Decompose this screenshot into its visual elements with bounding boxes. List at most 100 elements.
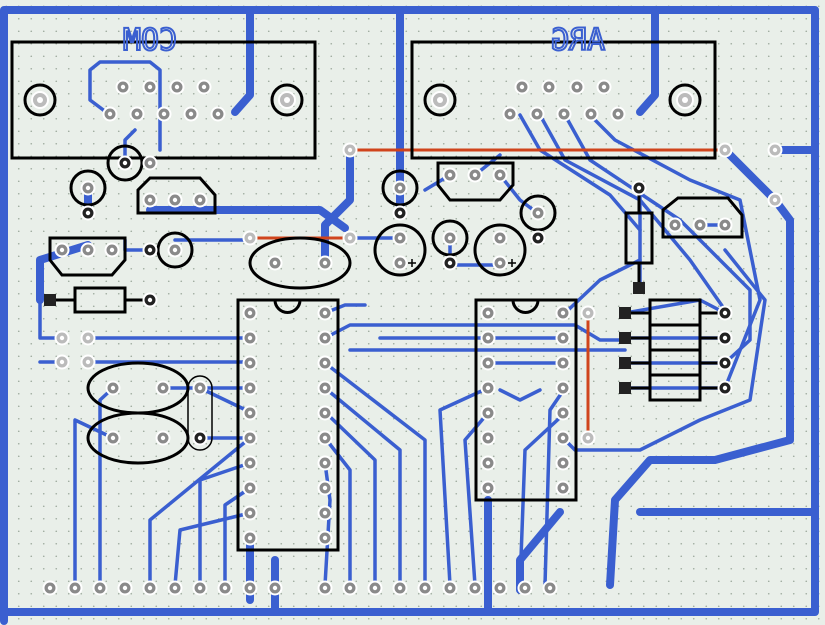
db9-arg-pin-bottom-3-hole bbox=[588, 111, 594, 117]
header-right-pin-6-hole bbox=[472, 585, 478, 591]
via-6-hole bbox=[59, 335, 65, 341]
transistor-3-pin-2-hole bbox=[497, 172, 503, 178]
transistor-1-pin-0-hole bbox=[147, 197, 153, 203]
via-5-hole bbox=[347, 235, 353, 241]
ic-large-pin-right-4-hole bbox=[322, 410, 328, 416]
ic-small-pin-left-0-hole bbox=[485, 310, 491, 316]
header-left-pin-0-hole bbox=[47, 585, 53, 591]
ic-large-outline bbox=[236, 298, 340, 552]
ic-large-pin-right-6-hole bbox=[322, 460, 328, 466]
cap-2-pin-a-hole bbox=[85, 185, 91, 191]
via-10-hole bbox=[585, 310, 591, 316]
db9-arg-pin-bottom-0-hole bbox=[507, 111, 513, 117]
resistor-1-pin-b-hole bbox=[147, 297, 153, 303]
pads bbox=[23, 79, 783, 596]
via-11-hole bbox=[585, 435, 591, 441]
header-right-pin-1-hole bbox=[347, 585, 353, 591]
db9-arg-pin-top-2-hole bbox=[574, 84, 580, 90]
ic-large-pin-left-9-hole bbox=[247, 535, 253, 541]
cap-1 bbox=[106, 144, 144, 182]
led-2-anode-hole bbox=[722, 360, 728, 366]
cap-polar-2 bbox=[473, 223, 527, 277]
via-2-hole bbox=[772, 147, 778, 153]
cap-top-pin-1-hole bbox=[110, 385, 116, 391]
led-3-cathode bbox=[619, 382, 631, 394]
db9-arg-pin-top-0-hole bbox=[519, 84, 525, 90]
cap-polar-1-pin-a-hole bbox=[397, 235, 403, 241]
cap-bottom-pin-2-hole bbox=[160, 435, 166, 441]
ic-small-pin-left-2-hole bbox=[485, 360, 491, 366]
transistor-3-pin-1-hole bbox=[472, 172, 478, 178]
ic-large-pin-right-5-hole bbox=[322, 435, 328, 441]
db9-com-pin-bottom-1-hole bbox=[134, 111, 140, 117]
transistor-3-pin-0-hole bbox=[447, 172, 453, 178]
ic-large-pin-left-0-hole bbox=[247, 310, 253, 316]
ic-large-pin-right-9-hole bbox=[322, 535, 328, 541]
ic-small-pin-right-6-hole bbox=[560, 460, 566, 466]
led-1-anode-hole bbox=[722, 335, 728, 341]
cap-polar-1 bbox=[373, 223, 427, 277]
transistor-2 bbox=[48, 236, 127, 277]
connector-com-label: COM bbox=[123, 23, 177, 58]
ic-large-pin-left-1-hole bbox=[247, 335, 253, 341]
cap-4-pin-b-hole bbox=[397, 210, 403, 216]
mount-hole-com-right bbox=[270, 83, 304, 117]
polarity-marks bbox=[408, 259, 516, 267]
transistor-1 bbox=[136, 176, 217, 215]
ic-small-pin-right-3-hole bbox=[560, 385, 566, 391]
db9-arg-pin-bottom-1-hole bbox=[534, 111, 540, 117]
cap-bottom-pin-1-hole bbox=[110, 435, 116, 441]
cap-2-pin-b-hole bbox=[85, 210, 91, 216]
via-7-hole bbox=[85, 335, 91, 341]
jumper-pin-2-hole bbox=[197, 435, 203, 441]
db9-com-pin-top-0-hole bbox=[120, 84, 126, 90]
via-0-hole bbox=[347, 147, 353, 153]
cap-polar-1-pin-b-hole bbox=[397, 260, 403, 266]
header-left-pin-6-hole bbox=[197, 585, 203, 591]
header-left-pin-8-hole bbox=[247, 585, 253, 591]
ic-large-pin-left-7-hole bbox=[247, 485, 253, 491]
via-1-hole bbox=[722, 147, 728, 153]
db9-arg-pin-bottom-2-hole bbox=[561, 111, 567, 117]
header-right-pin-8-hole bbox=[522, 585, 528, 591]
db9-com-pin-top-2-hole bbox=[174, 84, 180, 90]
cap-3-pin-b-hole bbox=[147, 247, 153, 253]
led-0-anode-hole bbox=[722, 310, 728, 316]
cap-3 bbox=[156, 231, 194, 269]
signal-traces bbox=[38, 60, 767, 587]
resistor-1-pin-a bbox=[44, 294, 56, 306]
header-left-pin-9-hole bbox=[272, 585, 278, 591]
crystal-outline bbox=[248, 236, 352, 290]
ic-small-pin-left-1-hole bbox=[485, 335, 491, 341]
led-0-cathode bbox=[619, 307, 631, 319]
ic-large-pin-left-2-hole bbox=[247, 360, 253, 366]
mount-hole-arg-right bbox=[668, 83, 702, 117]
db9-arg-pin-bottom-4-hole bbox=[615, 111, 621, 117]
transistor-4 bbox=[661, 196, 744, 239]
header-right-pin-9-hole bbox=[547, 585, 553, 591]
db9-com-pin-bottom-3-hole bbox=[188, 111, 194, 117]
cap-1-pin-b-hole bbox=[147, 160, 153, 166]
ic-large-pin-left-3-hole bbox=[247, 385, 253, 391]
mount-hole-com-left bbox=[23, 83, 57, 117]
header-left-pin-2-hole bbox=[97, 585, 103, 591]
db9-com-pin-bottom-2-hole bbox=[161, 111, 167, 117]
transistor-2-pin-2-hole bbox=[109, 247, 115, 253]
cap-5-pin-b-hole bbox=[447, 260, 453, 266]
cap-5-pin-a-hole bbox=[447, 235, 453, 241]
db9-com-pin-top-1-hole bbox=[147, 84, 153, 90]
transistor-1-pin-1-hole bbox=[172, 197, 178, 203]
header-right-pin-4-hole bbox=[422, 585, 428, 591]
header-right-pin-2-hole bbox=[372, 585, 378, 591]
cap-6-pin-b-hole bbox=[535, 235, 541, 241]
ic-large-pin-right-2-hole bbox=[322, 360, 328, 366]
db9-com-pin-bottom-0-hole bbox=[107, 111, 113, 117]
transistor-2-pin-0-hole bbox=[59, 247, 65, 253]
ic-small-pin-left-5-hole bbox=[485, 435, 491, 441]
header-right-pin-7-hole bbox=[497, 585, 503, 591]
db9-com-pin-top-3-hole bbox=[201, 84, 207, 90]
header-left-pin-7-hole bbox=[222, 585, 228, 591]
cap-6 bbox=[519, 194, 557, 232]
cap-polar-2-pin-a-hole bbox=[497, 235, 503, 241]
ic-large-pin-left-8-hole bbox=[247, 510, 253, 516]
